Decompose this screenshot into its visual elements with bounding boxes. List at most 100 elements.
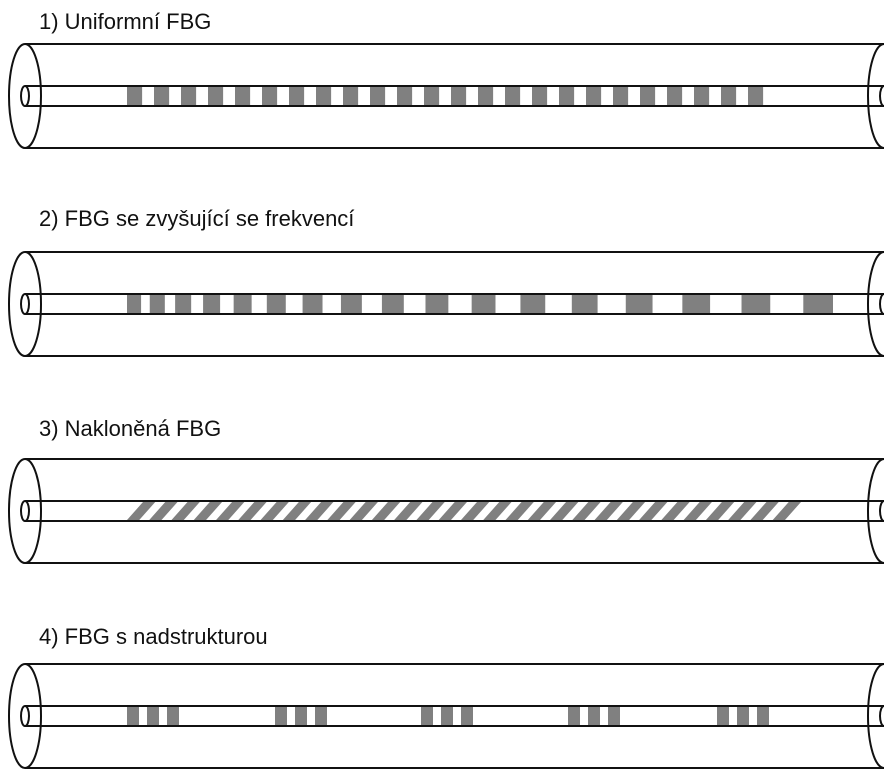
- grating-bar: [340, 295, 362, 313]
- grating-bar: [421, 707, 433, 725]
- fiber-right-end: [867, 458, 885, 564]
- grating-bar: [461, 707, 473, 725]
- core-right-end: [879, 293, 885, 315]
- chirped-fbg-fiber: [8, 251, 885, 357]
- grating-bar: [741, 295, 771, 313]
- grating-bar: [343, 87, 359, 105]
- tilted-grating-stripe: [683, 502, 712, 520]
- tilted-grating-stripe: [728, 502, 757, 520]
- tilted-grating-stripe: [550, 502, 579, 520]
- core-right-end: [879, 500, 885, 522]
- grating-bar: [667, 87, 683, 105]
- tilted-fbg-fiber: [8, 458, 885, 564]
- tilted-grating-stripe: [639, 502, 668, 520]
- fiber-right-end: [867, 251, 885, 357]
- tilted-grating-stripe: [282, 502, 312, 520]
- grating-bar: [175, 295, 192, 313]
- core-left-end: [20, 705, 30, 727]
- fiber-left-end: [8, 663, 42, 769]
- tilted-grating-stripe: [750, 502, 779, 520]
- grating-bar: [682, 295, 711, 313]
- fiber-left-end: [8, 43, 42, 149]
- tilted-grating-stripe: [772, 502, 801, 520]
- tilted-grating-stripe: [371, 502, 401, 520]
- grating-bar: [717, 707, 729, 725]
- grating-bar: [559, 87, 575, 105]
- tilted-grating-stripe: [127, 502, 156, 520]
- fiber-left-end: [8, 251, 42, 357]
- grating-bar: [748, 87, 764, 105]
- grating-bar: [441, 707, 453, 725]
- grating-bar: [571, 295, 598, 313]
- grating-bar: [266, 295, 286, 313]
- grating-bar: [381, 295, 404, 313]
- tilted-grating-stripe: [238, 502, 267, 520]
- grating-bar: [302, 295, 323, 313]
- fiber-right-end: [867, 663, 885, 769]
- grating-bar: [275, 707, 287, 725]
- grating-bar: [451, 87, 467, 105]
- grating-bar: [262, 87, 278, 105]
- grating-bar: [586, 87, 602, 105]
- grating-bar: [520, 295, 546, 313]
- tilted-grating-stripe: [616, 502, 646, 520]
- grating-bar: [315, 707, 327, 725]
- grating-bar: [505, 87, 521, 105]
- grating-bar: [757, 707, 769, 725]
- grating-bar: [625, 295, 653, 313]
- grating-bar: [425, 295, 449, 313]
- tilted-grating-stripe: [260, 502, 289, 520]
- tilted-grating-stripe: [416, 502, 445, 520]
- grating-bar: [167, 707, 179, 725]
- grating-bar: [127, 295, 142, 313]
- grating-bar: [737, 707, 749, 725]
- tilted-grating-stripe: [327, 502, 356, 520]
- core-left-end: [20, 293, 30, 315]
- tilted-grating-stripe: [661, 502, 690, 520]
- tilted-grating-stripe: [149, 502, 178, 520]
- core-right-end: [879, 705, 885, 727]
- fiber-right-end: [867, 43, 885, 149]
- grating-bar: [370, 87, 386, 105]
- grating-bar: [181, 87, 197, 105]
- grating-bar: [608, 707, 620, 725]
- core-left-end: [20, 500, 30, 522]
- grating-bar: [803, 295, 833, 313]
- grating-bar: [397, 87, 413, 105]
- tilted-grating-stripe: [438, 502, 467, 520]
- grating-bar: [233, 295, 252, 313]
- grating-bar: [424, 87, 440, 105]
- tilted-grating-stripe: [305, 502, 334, 520]
- grating-bar: [147, 707, 159, 725]
- fiber-4-title: 4) FBG s nadstrukturou: [39, 624, 268, 649]
- grating-bar: [532, 87, 548, 105]
- grating-bar: [289, 87, 305, 105]
- grating-bar: [721, 87, 737, 105]
- grating-bar: [640, 87, 656, 105]
- grating-bar: [316, 87, 332, 105]
- grating-bar: [208, 87, 224, 105]
- fiber-1-title: 1) Uniformní FBG: [39, 9, 212, 34]
- grating-bar: [568, 707, 580, 725]
- tilted-grating-stripe: [572, 502, 601, 520]
- tilted-grating-stripe: [349, 502, 378, 520]
- core-left-end: [20, 85, 30, 107]
- grating-bar: [127, 707, 139, 725]
- core-right-end: [879, 85, 885, 107]
- fiber-2-title: 2) FBG se zvyšující se frekvencí: [39, 206, 355, 231]
- fiber-left-end: [8, 458, 42, 564]
- tilted-grating-stripe: [461, 502, 490, 520]
- grating-bar: [471, 295, 496, 313]
- superstructure-fbg-fiber: [8, 663, 885, 769]
- grating-bar: [694, 87, 710, 105]
- tilted-grating-stripe: [483, 502, 512, 520]
- grating-bar: [478, 87, 494, 105]
- tilted-grating-stripe: [527, 502, 557, 520]
- grating-bar: [203, 295, 221, 313]
- grating-bar: [149, 295, 165, 313]
- grating-bar: [588, 707, 600, 725]
- grating-bar: [295, 707, 307, 725]
- tilted-grating-stripe: [193, 502, 223, 520]
- grating-bar: [613, 87, 629, 105]
- grating-bar: [154, 87, 170, 105]
